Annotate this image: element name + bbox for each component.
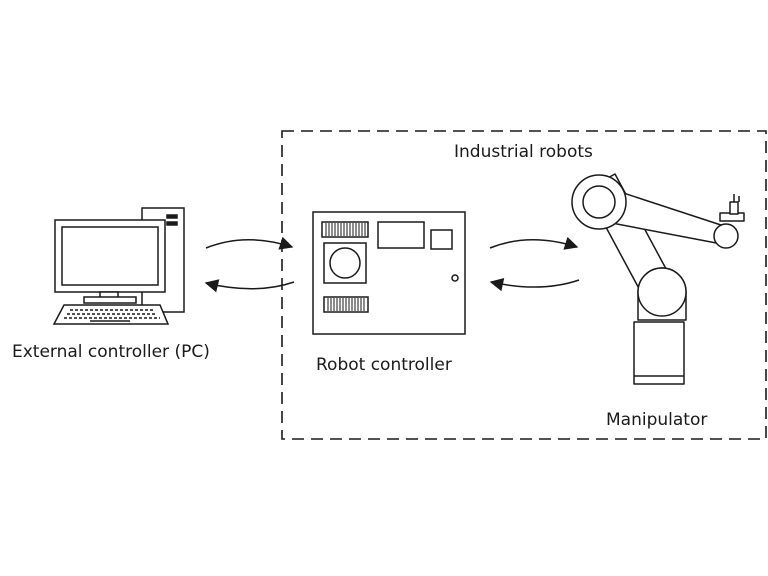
- arrow-manipulator-to-controller: [489, 278, 580, 292]
- robot-arm-icon: [571, 173, 745, 385]
- circuit-board-icon: [312, 211, 466, 335]
- pc-label: External controller (PC): [12, 342, 210, 362]
- arrow-pc-to-controller: [205, 236, 294, 250]
- robot-controller-label: Robot controller: [316, 355, 452, 375]
- desktop-computer-icon: [52, 207, 185, 325]
- industrial-robots-label: Industrial robots: [454, 142, 593, 162]
- arrow-controller-to-manipulator: [489, 236, 579, 250]
- arrow-controller-to-pc: [204, 279, 295, 293]
- manipulator-label: Manipulator: [606, 410, 708, 430]
